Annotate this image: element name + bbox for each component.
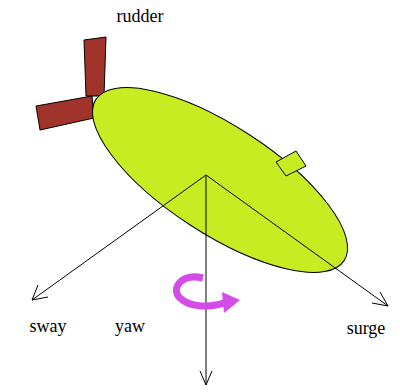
axis-label: yaw	[115, 317, 145, 335]
axis-label: rudder	[117, 7, 164, 25]
axes	[32, 175, 388, 385]
sail-fin	[276, 151, 306, 176]
axis-label: sway	[30, 317, 67, 335]
rotation-arrowhead	[222, 292, 240, 313]
rudder-fin	[84, 37, 106, 96]
axis-label: surge	[347, 319, 386, 337]
rudder-fin	[36, 96, 94, 130]
rotation-arrow	[176, 277, 226, 306]
hull	[66, 54, 373, 306]
